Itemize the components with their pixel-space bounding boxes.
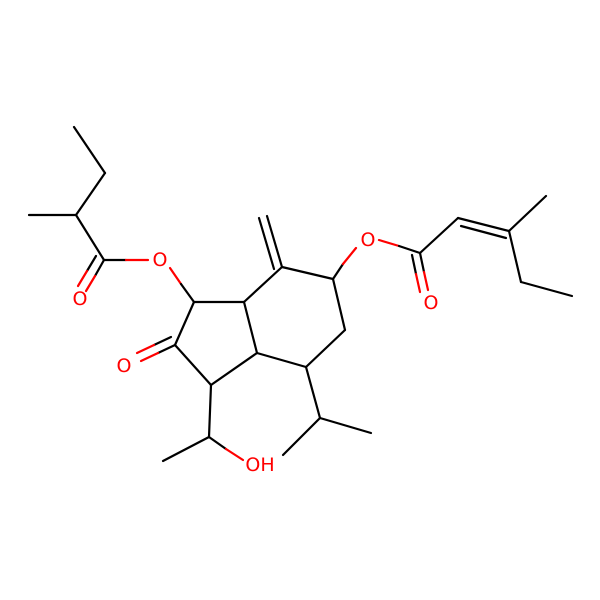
bond (456, 216, 511, 233)
bond (418, 216, 460, 255)
bond (207, 435, 228, 451)
bond (410, 253, 418, 276)
ketone-oxygen-label: O (117, 355, 132, 377)
bond (224, 447, 245, 462)
bond (85, 254, 98, 273)
bond (161, 435, 211, 463)
bond (242, 300, 259, 355)
bond (168, 266, 183, 286)
bond (209, 351, 259, 387)
bond (414, 272, 422, 294)
bond (135, 343, 156, 355)
bond (84, 274, 97, 293)
bond (422, 270, 430, 292)
five-membered-ring (135, 300, 259, 387)
bond (173, 300, 196, 347)
bond (331, 277, 347, 332)
bond (318, 416, 373, 435)
bond (341, 246, 358, 266)
bond (242, 265, 284, 304)
hydroxyethyl-chain (161, 383, 245, 463)
ester-oxygen-right-label: O (361, 229, 376, 251)
bond (207, 383, 213, 439)
carbonyl-oxygen-left-label: O (73, 288, 88, 310)
bond (76, 269, 89, 288)
bond (139, 351, 160, 363)
bond (280, 265, 335, 281)
hydroxyl-label: OH (245, 454, 274, 476)
bond (93, 258, 106, 278)
bond (156, 343, 177, 355)
bond (377, 238, 401, 248)
bond (152, 335, 173, 347)
bond (397, 244, 422, 255)
six-membered-ring (242, 214, 347, 369)
bond (507, 229, 523, 284)
isopropyl-group (281, 365, 373, 457)
bond (173, 343, 213, 387)
bond (281, 416, 322, 457)
bond (304, 328, 347, 369)
bond (265, 214, 284, 269)
carbonyl-oxygen-right-label: O (424, 292, 439, 314)
bond (74, 171, 107, 217)
bond (418, 251, 426, 274)
bond (257, 216, 276, 271)
bond (459, 224, 508, 240)
bond (304, 365, 322, 420)
right-ester-chain (331, 194, 574, 298)
left-ester-chain (27, 125, 196, 304)
bond (72, 125, 107, 175)
bond (507, 194, 548, 233)
ester-oxygen-left-label: O (153, 249, 168, 271)
bond (74, 213, 106, 262)
bond (519, 280, 574, 298)
bond (255, 351, 308, 369)
bond (179, 282, 196, 304)
bond (331, 262, 345, 281)
